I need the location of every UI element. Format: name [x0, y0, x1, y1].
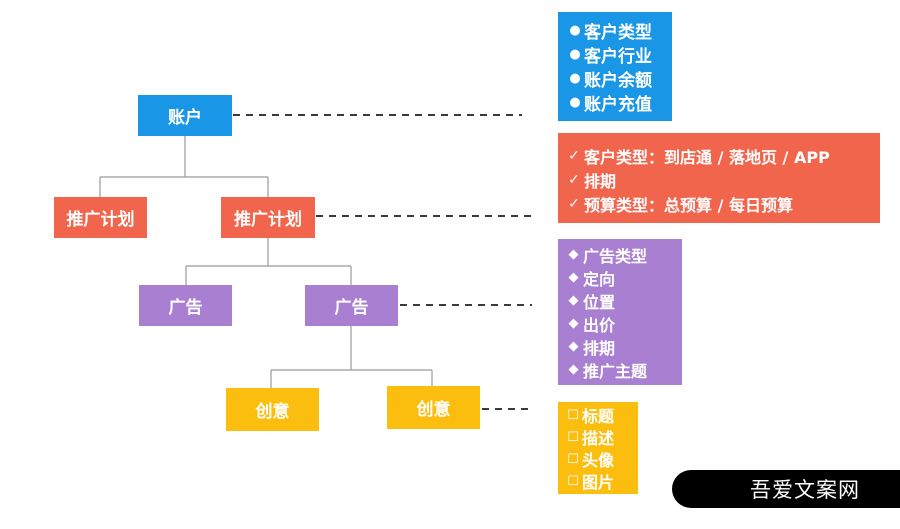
panel-item-label: 账户余额	[584, 70, 652, 91]
panel-item-label: 位置	[583, 292, 616, 312]
panel-item: ◆ 位置	[566, 289, 682, 312]
panel-creative-attributes: ☐标题 ☐描述 ☐头像 ☐图片	[558, 402, 638, 494]
bullet-icon: ●	[569, 22, 581, 38]
watermark-banner: 吾爱文案网	[672, 470, 900, 508]
panel-item-label: 客户类型	[584, 22, 652, 43]
diamond-icon: ◆	[568, 293, 579, 308]
panel-item-label: 客户类型：到店通 / 落地页 / APP	[584, 148, 830, 167]
panel-item: ☐描述	[566, 426, 638, 448]
panel-item-label: 图片	[582, 473, 615, 492]
panel-item-label: 预算类型：总预算 / 每日预算	[584, 196, 793, 215]
diamond-icon: ◆	[568, 247, 579, 262]
panel-item-label: 排期	[584, 172, 617, 191]
bullet-icon: ●	[569, 94, 581, 110]
diamond-icon: ◆	[568, 339, 579, 354]
panel-item: ✓客户类型：到店通 / 落地页 / APP	[566, 144, 880, 168]
bullet-icon: ●	[569, 46, 581, 62]
node-ad-right: 广告	[305, 285, 398, 326]
node-creative-right: 创意	[387, 386, 480, 429]
panel-item: ◆ 定向	[566, 266, 682, 289]
diamond-icon: ◆	[568, 270, 579, 285]
panel-item: ●账户余额	[568, 66, 672, 91]
panel-item-label: 账户充值	[584, 94, 652, 115]
panel-item-label: 定向	[583, 269, 616, 289]
panel-item: ✓排期	[566, 168, 880, 192]
panel-item-label: 出价	[583, 315, 616, 335]
panel-item: ●客户行业	[568, 42, 672, 67]
panel-item: ●账户充值	[568, 90, 672, 115]
bullet-icon: ●	[569, 70, 581, 86]
diamond-icon: ◆	[568, 316, 579, 331]
node-plan-left: 推广计划	[54, 197, 147, 238]
panel-account-attributes: ●客户类型 ●客户行业 ●账户余额 ●账户充值	[558, 12, 672, 121]
panel-item-label: 客户行业	[584, 46, 652, 67]
panel-item-label: 头像	[582, 451, 615, 470]
panel-item: ☐标题	[566, 404, 638, 426]
panel-ad-attributes: ◆ 广告类型 ◆ 定向 ◆ 位置 ◆ 出价 ◆ 排期 ◆ 推广主题	[558, 239, 682, 385]
panel-item-label: 描述	[582, 429, 615, 448]
node-plan-right: 推广计划	[221, 197, 315, 238]
panel-item-label: 推广主题	[583, 361, 648, 381]
panel-item: ◆ 推广主题	[566, 358, 682, 381]
panel-item: ☐头像	[566, 448, 638, 470]
panel-item-label: 标题	[582, 407, 615, 426]
panel-item-label: 广告类型	[583, 246, 648, 266]
panel-item-label: 排期	[583, 338, 616, 358]
panel-item: ◆ 排期	[566, 335, 682, 358]
checkmark-icon: ✓	[568, 196, 580, 212]
panel-item: ●客户类型	[568, 18, 672, 43]
checkmark-icon: ✓	[568, 172, 580, 188]
node-ad-left: 广告	[139, 285, 232, 326]
checkbox-icon: ☐	[567, 429, 579, 445]
node-creative-left: 创意	[226, 388, 319, 431]
node-account: 账户	[138, 95, 232, 136]
diamond-icon: ◆	[568, 362, 579, 377]
checkbox-icon: ☐	[567, 473, 579, 489]
checkmark-icon: ✓	[568, 148, 580, 164]
checkbox-icon: ☐	[567, 407, 579, 423]
panel-item: ◆ 广告类型	[566, 243, 682, 266]
panel-item: ☐图片	[566, 470, 638, 492]
panel-item: ◆ 出价	[566, 312, 682, 335]
checkbox-icon: ☐	[567, 451, 579, 467]
panel-plan-attributes: ✓客户类型：到店通 / 落地页 / APP ✓排期 ✓预算类型：总预算 / 每日…	[558, 133, 880, 223]
panel-item: ✓预算类型：总预算 / 每日预算	[566, 192, 880, 216]
